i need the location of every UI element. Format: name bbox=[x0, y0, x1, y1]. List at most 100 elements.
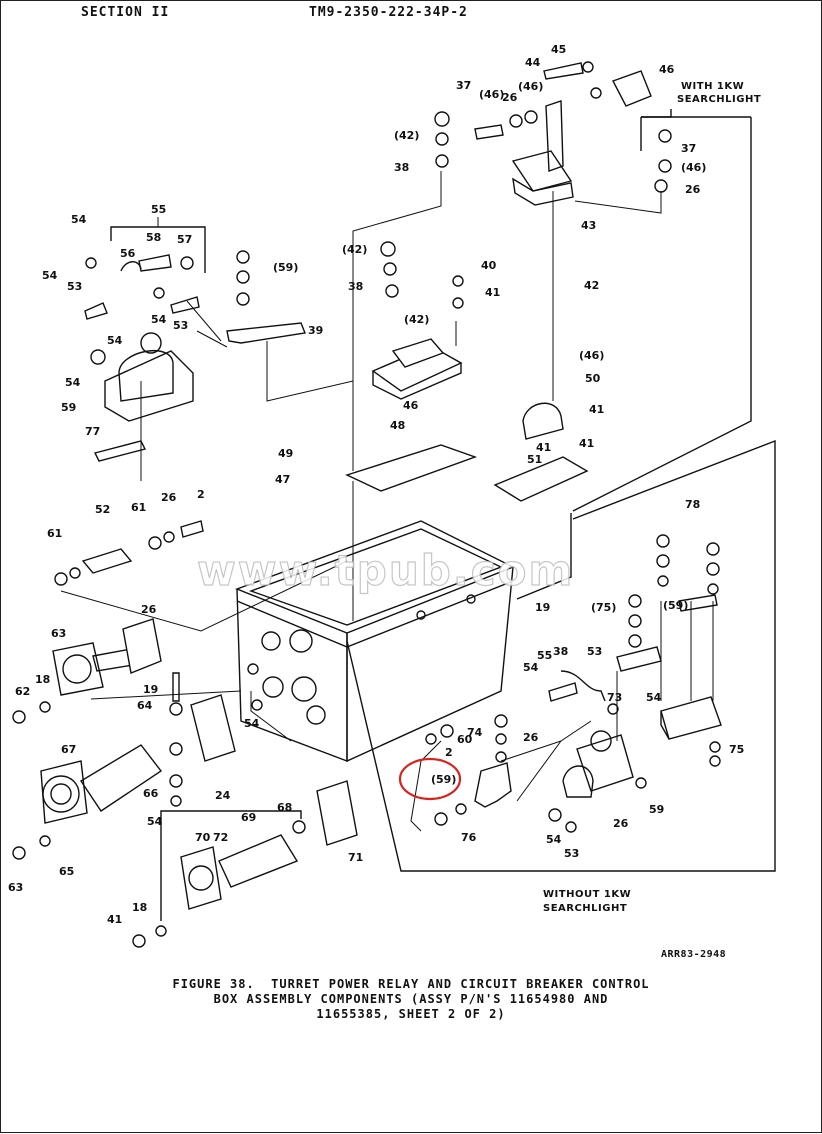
callout-26-c: 61 bbox=[47, 527, 62, 540]
callout-73: 53 bbox=[587, 645, 602, 658]
callout-18-b: 41 bbox=[107, 913, 122, 926]
plate-52 bbox=[493, 456, 589, 502]
callout-45: 45 bbox=[551, 43, 566, 56]
mount-46-top bbox=[612, 70, 652, 107]
callout-61: 52 bbox=[95, 503, 110, 516]
callout-52: 41 bbox=[579, 437, 594, 450]
section-header: SECTION II bbox=[81, 5, 170, 20]
callout-53-a: 53 bbox=[67, 280, 82, 293]
watermark: www.tpub.com bbox=[197, 546, 574, 595]
highlight-circle bbox=[398, 757, 462, 801]
callout-46-ref-b: (46) bbox=[479, 88, 504, 101]
bracket-61 bbox=[54, 520, 204, 586]
callout-38: 38 bbox=[394, 161, 409, 174]
callout-59-b: 26 bbox=[613, 817, 629, 830]
note-without-1kw-l1: WITHOUT 1KW bbox=[543, 889, 631, 900]
callout-19-b: 18 bbox=[132, 901, 147, 914]
gasket-63-lower bbox=[316, 780, 358, 846]
assembly-75 bbox=[616, 534, 722, 767]
callout-43: 43 bbox=[581, 219, 596, 232]
callout-46-ref: (46) bbox=[518, 80, 543, 93]
callout-37: 37 bbox=[456, 79, 471, 92]
callout-50: (46) bbox=[579, 349, 604, 362]
callout-71: 72 bbox=[213, 831, 228, 844]
callout-72: 70 bbox=[195, 831, 211, 844]
callout-58: 58 bbox=[146, 231, 161, 244]
callout-60-b: 74 bbox=[467, 726, 483, 739]
connector-62 bbox=[12, 642, 134, 724]
callout-26-d: 61 bbox=[131, 501, 146, 514]
bracket-39 bbox=[226, 322, 306, 344]
callout-26: 26 bbox=[502, 91, 518, 104]
callout-46: 46 bbox=[659, 63, 675, 76]
callout-41-b: 50 bbox=[585, 372, 601, 385]
callout-54-c: 54 bbox=[151, 313, 167, 326]
callout-53-b: 53 bbox=[173, 319, 188, 332]
callout-54-b: 54 bbox=[42, 269, 58, 282]
callout-38-b: 38 bbox=[348, 280, 363, 293]
callout-54-h: 55 bbox=[537, 649, 552, 662]
callout-41-a: 41 bbox=[485, 286, 500, 299]
callout-54-e: 54 bbox=[65, 376, 81, 389]
callout-64: 19 bbox=[143, 683, 158, 696]
connector-66 bbox=[12, 744, 163, 860]
assembly-42 bbox=[371, 241, 464, 400]
callout-18-a: 62 bbox=[15, 685, 30, 698]
callout-53-c: 54 bbox=[523, 661, 539, 674]
reference-code: ARR83-2948 bbox=[661, 949, 727, 960]
callout-48: 46 bbox=[403, 399, 419, 412]
callout-67: 54 bbox=[244, 717, 260, 730]
callout-26-e: 2 bbox=[445, 746, 453, 759]
callout-55: 55 bbox=[151, 203, 166, 216]
callout-65: 63 bbox=[8, 881, 23, 894]
gasket-63-upper bbox=[122, 618, 162, 674]
bracket-43 bbox=[511, 100, 574, 206]
callout-69: 68 bbox=[277, 801, 292, 814]
callout-24: 54 bbox=[147, 815, 163, 828]
callout-54-j: 59 bbox=[649, 803, 664, 816]
mount-46 bbox=[522, 402, 564, 440]
callout-26-b: 26 bbox=[685, 183, 701, 196]
callout-42: (42) bbox=[404, 313, 429, 326]
gasket-67 bbox=[190, 694, 236, 762]
callout-53-d: 54 bbox=[546, 833, 562, 846]
callout-38-c: (59) bbox=[663, 599, 688, 612]
callout-51: 41 bbox=[536, 441, 551, 454]
note-without-1kw-l2: SEARCHLIGHT bbox=[543, 903, 627, 914]
callout-78: 19 bbox=[535, 601, 550, 614]
callout-46-ref-d: 42 bbox=[584, 279, 599, 292]
hardware-59-left bbox=[236, 250, 250, 306]
callout-54-f: 64 bbox=[137, 699, 153, 712]
callout-63-b: 71 bbox=[348, 851, 363, 864]
callout-37-b: 37 bbox=[681, 142, 696, 155]
callout-2-b: 60 bbox=[457, 733, 473, 746]
callout-41-d: 51 bbox=[527, 453, 542, 466]
callout-75: 54 bbox=[646, 691, 662, 704]
callout-59-a: 59 bbox=[61, 401, 76, 414]
callout-41-c: 47 bbox=[275, 473, 290, 486]
callout-labels: 45 44 (46) 46 37 (46) 26 (42) 38 37 (46)… bbox=[8, 43, 744, 926]
manual-number: TM9-2350-222-34P-2 bbox=[309, 5, 468, 20]
callout-56: 56 bbox=[120, 247, 136, 260]
bracket-76 bbox=[425, 714, 512, 826]
note-with-1kw-l2: SEARCHLIGHT bbox=[677, 94, 761, 105]
callout-46-ref-c: (46) bbox=[681, 161, 706, 174]
callout-63-a: 26 bbox=[141, 603, 157, 616]
callout-54-g: 66 bbox=[143, 787, 159, 800]
callout-60: 2 bbox=[197, 488, 205, 501]
callout-40: 40 bbox=[481, 259, 497, 272]
searchlight-notes: WITH 1KW SEARCHLIGHT WITHOUT 1KW SEARCHL… bbox=[543, 81, 761, 914]
callout-54-a: 54 bbox=[71, 213, 87, 226]
top-hardware bbox=[434, 61, 672, 193]
callout-66: 67 bbox=[61, 743, 76, 756]
callout-54-k: 53 bbox=[564, 847, 579, 860]
callout-44: 44 bbox=[525, 56, 541, 69]
callout-49: 48 bbox=[390, 419, 405, 432]
callout-39: 39 bbox=[308, 324, 323, 337]
callout-26-f: 76 bbox=[461, 831, 477, 844]
callout-42-ref: (42) bbox=[394, 129, 419, 142]
callout-46-b: 41 bbox=[589, 403, 604, 416]
control-box-housing bbox=[235, 520, 515, 763]
